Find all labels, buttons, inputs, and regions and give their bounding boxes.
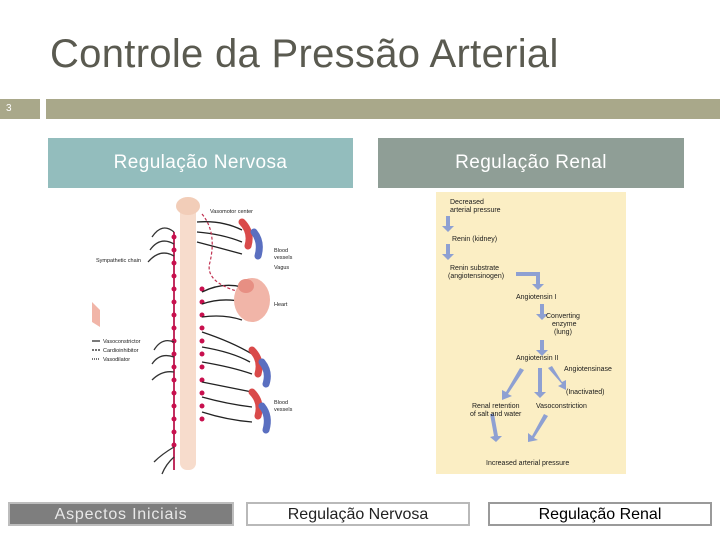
slide-number-box [0,99,40,119]
svg-text:vessels: vessels [274,255,293,261]
renal-increased: Increased arterial pressure [486,460,569,467]
svg-text:Blood: Blood [274,400,288,406]
renal-decreased-line1: Decreased [450,199,484,206]
legend-cardioinhibitor: Cardioinhibitor [103,348,139,354]
nav-regulacao-renal-button[interactable]: Regulação Renal [488,502,712,526]
label-sympathetic-chain: Sympathetic chain [96,258,141,264]
label-heart: Heart [274,302,288,308]
renal-inactivated: (Inactivated) [566,389,605,396]
svg-text:Blood: Blood [274,248,288,254]
renal-angiotensinase: Angiotensinase [564,366,612,373]
header-regulacao-nervosa: Regulação Nervosa [48,138,353,188]
renal-vasoconstriction: Vasoconstriction [536,403,587,410]
legend-vasodilator: Vasodilator [103,357,130,363]
svg-text:vessels: vessels [274,407,293,413]
legend-vasoconstrictor: Vasoconstrictor [103,339,141,345]
slide-number: 3 [6,103,12,114]
nervous-regulation-figure: Vasomotor center Sympathetic chain Blood… [92,197,293,475]
svg-text:Converting enzyme (lun: Converting enzyme (lung) [546,313,582,336]
renal-decreased-line2: arterial pressure [450,207,501,214]
label-vasomotor-center: Vasomotor center [210,209,253,215]
renal-regulation-figure: Decreased arterial pressure Renin (kidne… [436,192,626,474]
nav-aspectos-iniciais-button[interactable]: Aspectos Iniciais [8,502,234,526]
slide-title: Controle da Pressão Arterial [50,32,559,76]
header-regulacao-renal: Regulação Renal [378,138,684,188]
svg-text:Decreased arterial pressur: Decreased arterial pressure [450,199,501,214]
renal-angiotensin-1: Angiotensin I [516,294,557,301]
renal-angiotensin-2: Angiotensin II [516,355,558,362]
nav-regulacao-nervosa-button[interactable]: Regulação Nervosa [246,502,470,526]
title-rule-bar [46,99,720,119]
renal-renin: Renin (kidney) [452,236,497,243]
svg-text:Renin substrate (angiotens: Renin substrate (angiotensinogen) [448,265,504,280]
svg-text:Renal retention of salt an: Renal retention of salt and water [470,403,522,418]
label-vagus: Vagus [274,265,289,271]
